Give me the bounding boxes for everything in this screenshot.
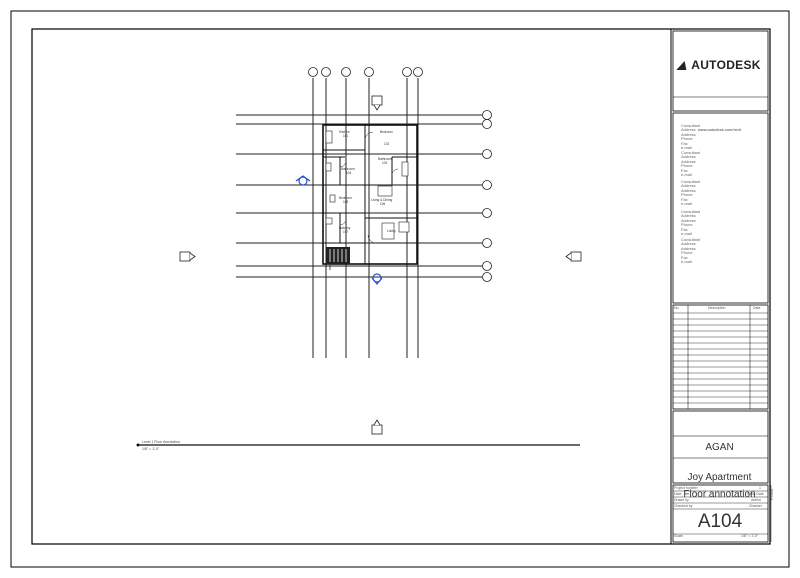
- sheet-number: A104: [697, 511, 743, 532]
- project-name: Joy Apartment: [687, 472, 752, 483]
- svg-text:104: 104: [346, 171, 352, 175]
- revision-header-no: No.: [674, 306, 680, 310]
- floor-plan-partitions: [323, 125, 417, 264]
- room-tag-kitchen: Kitchen: [339, 130, 350, 134]
- door-swings: [339, 131, 399, 244]
- info-value-project-number: 1: [759, 486, 761, 490]
- autodesk-icon: [676, 60, 690, 70]
- svg-text:105: 105: [343, 200, 349, 204]
- horizontal-grid-lines: [236, 114, 482, 278]
- info-value-date: Issue Date: [747, 492, 764, 496]
- revision-rows: [673, 312, 768, 404]
- elevation-tag-north[interactable]: [371, 95, 383, 111]
- info-label-drawn-by: Drawn by: [674, 498, 689, 502]
- side-print-date: Printed: [770, 488, 774, 500]
- sheet-name: Floor annotation: [683, 489, 756, 500]
- room-tag-bathroom-104: Bathroom: [341, 167, 355, 171]
- info-label-checked-by: Checked by: [674, 504, 693, 508]
- room-tag-bedroom-102: Bedroom: [380, 130, 393, 134]
- info-label-project-number: Project number: [674, 486, 698, 490]
- room-tag-bedroom-105: Bedroom: [339, 196, 352, 200]
- svg-text:107: 107: [343, 230, 349, 234]
- sheet-inner-border: [31, 28, 771, 545]
- project-info-frame: [672, 410, 769, 484]
- svg-text:103: 103: [382, 161, 388, 165]
- section-marker-left[interactable]: [295, 175, 311, 186]
- revision-header-description: Description: [708, 306, 726, 310]
- view-title: Level 1 Floor Annotation: [142, 440, 180, 444]
- elevation-tag-south[interactable]: [371, 419, 383, 435]
- info-value-checked-by: Checker: [749, 504, 763, 508]
- grid-bubbles-top: [308, 67, 423, 77]
- logo-text: AUTODESK: [691, 58, 761, 72]
- scale-value: 1/8" = 1'-0": [741, 534, 759, 538]
- room-tag-living: Living & Dining: [371, 198, 392, 202]
- elevation-tag-east[interactable]: [565, 251, 582, 262]
- svg-text:102: 102: [384, 142, 390, 146]
- autodesk-logo: AUTODESK: [671, 32, 768, 98]
- room-tag-lobby: Lobby: [387, 229, 396, 233]
- sheet-info-frame: [672, 484, 769, 543]
- project-owner: AGAN: [705, 442, 734, 453]
- logo-frame: [672, 30, 769, 112]
- plan-fixtures: [325, 130, 410, 240]
- website-text: www.autodesk.com/revit: [697, 127, 742, 132]
- info-label-date: Date: [674, 492, 682, 496]
- room-tag-balcony: Balcony: [339, 226, 351, 230]
- consultants-frame: [672, 112, 769, 304]
- svg-text:101: 101: [343, 134, 349, 138]
- scale-label: Scale: [674, 534, 683, 538]
- grid-bubbles-right: [482, 110, 492, 282]
- elevation-tag-west[interactable]: [179, 251, 196, 262]
- revision-table: [672, 304, 769, 410]
- room-tag-bathroom-103: Bathroom: [378, 157, 392, 161]
- info-value-drawn-by: Author: [751, 498, 762, 502]
- sheet-outer-border: [10, 10, 790, 568]
- title-block: AUTODESK www.autodesk.com/revit Consulta…: [671, 30, 774, 542]
- revision-header-date: Date: [753, 306, 761, 310]
- view-scale: 1/8" = 1'-0": [142, 447, 160, 451]
- floor-plan-walls: [322, 124, 418, 265]
- svg-text:106: 106: [380, 202, 386, 206]
- section-marker-bottom[interactable]: [371, 273, 383, 285]
